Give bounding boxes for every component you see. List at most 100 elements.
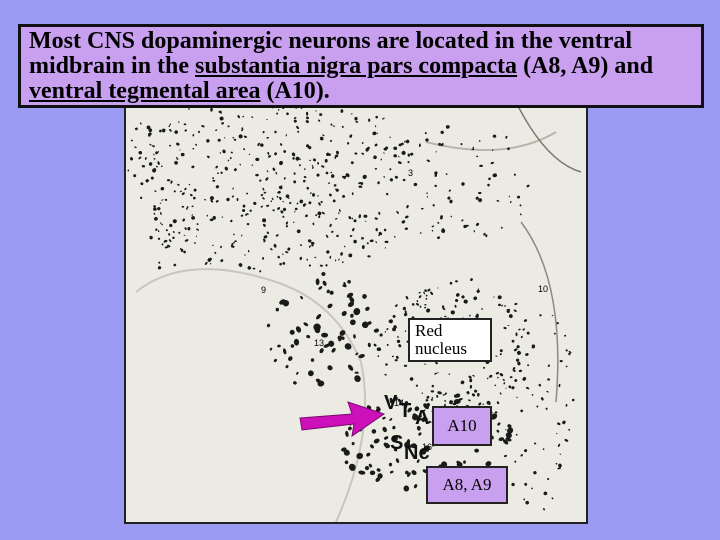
neuron-dot <box>505 437 512 442</box>
neuron-dot <box>344 460 349 465</box>
snc-letter-s: S <box>390 432 404 454</box>
neuron-dot <box>389 168 392 171</box>
neuron-dot <box>349 296 355 303</box>
neuron-dot <box>219 152 221 154</box>
neuron-dot <box>557 467 562 470</box>
neuron-dot <box>423 403 430 410</box>
neuron-dot <box>395 304 398 307</box>
neuron-dot <box>402 178 406 182</box>
neuron-dot <box>522 377 527 381</box>
neuron-dot <box>177 183 180 186</box>
neuron-dot <box>338 212 340 214</box>
neuron-dot <box>282 262 286 265</box>
neuron-dot <box>441 305 445 309</box>
neuron-dot <box>517 350 521 355</box>
neuron-dot <box>361 245 365 250</box>
neuron-dot <box>499 373 504 377</box>
neuron-dot <box>306 334 311 339</box>
neuron-dot <box>358 354 365 359</box>
neuron-dot <box>391 355 394 358</box>
neuron-dot <box>501 304 503 307</box>
neuron-dot <box>545 407 548 410</box>
neuron-dot <box>551 314 554 317</box>
neuron-dot <box>232 136 235 139</box>
neuron-dot <box>422 416 428 422</box>
neuron-dot <box>336 234 339 238</box>
neuron-dot <box>385 192 389 196</box>
neuron-dot <box>475 222 480 227</box>
neuron-dot <box>418 432 422 436</box>
neuron-dot <box>212 179 216 182</box>
neuron-dot <box>463 224 468 229</box>
neuron-dot <box>153 205 156 208</box>
neuron-dot <box>449 400 453 405</box>
neuron-dot <box>516 195 521 199</box>
neuron-dot <box>204 198 207 201</box>
neuron-dot <box>517 361 521 366</box>
neuron-dot <box>282 207 287 212</box>
neuron-dot <box>255 157 260 162</box>
neuron-dot <box>409 377 414 381</box>
neuron-dot <box>262 197 265 200</box>
neuron-dot <box>215 165 219 169</box>
neuron-dot <box>319 264 323 267</box>
neuron-dot <box>290 344 295 348</box>
neuron-dot <box>353 219 357 223</box>
neuron-dot <box>431 225 435 228</box>
neuron-dot <box>519 213 522 216</box>
neuron-dot <box>316 313 322 320</box>
neuron-dot <box>398 155 400 158</box>
neuron-dot <box>463 460 466 464</box>
neuron-dot <box>263 235 268 239</box>
neuron-dot <box>221 216 224 218</box>
neuron-dot <box>157 151 160 153</box>
neuron-dot <box>323 343 330 348</box>
neuron-dot <box>167 244 171 248</box>
neuron-dot <box>380 158 383 161</box>
neuron-dot <box>138 150 143 155</box>
neuron-dot <box>340 336 345 340</box>
neuron-dot <box>260 143 264 147</box>
neuron-dot <box>419 305 422 308</box>
neuron-dot <box>377 355 380 358</box>
neuron-dot <box>455 280 458 283</box>
neuron-dot <box>308 201 312 205</box>
neuron-dot <box>403 485 410 492</box>
neuron-dot <box>347 364 354 371</box>
neuron-dot <box>271 197 274 201</box>
neuron-dot <box>326 250 330 254</box>
neuron-dot <box>183 250 186 254</box>
neuron-dot <box>383 152 385 154</box>
neuron-dot <box>419 232 422 234</box>
neuron-dot <box>348 463 356 471</box>
neuron-dot <box>210 199 214 203</box>
neuron-dot <box>354 375 361 382</box>
neuron-dot <box>172 230 175 234</box>
neuron-dot <box>423 292 426 295</box>
neuron-dot <box>440 130 444 135</box>
neuron-dot <box>410 152 414 156</box>
neuron-dot <box>343 245 346 248</box>
neuron-dot <box>469 384 473 389</box>
neuron-dot <box>364 465 370 471</box>
neuron-dot <box>326 289 330 294</box>
neuron-dot <box>434 184 437 188</box>
neuron-dot <box>514 460 517 463</box>
neuron-dot <box>385 363 388 366</box>
neuron-dot <box>282 300 290 307</box>
neuron-dot <box>524 449 528 453</box>
neuron-dot <box>430 398 433 401</box>
neuron-dot <box>397 335 399 339</box>
neuron-dot <box>386 328 389 331</box>
neuron-dot <box>506 309 510 313</box>
neuron-dot <box>367 321 372 325</box>
neuron-dot <box>280 210 284 214</box>
neuron-dot <box>508 314 513 319</box>
neuron-dot <box>379 333 383 337</box>
neuron-dot <box>184 239 189 242</box>
neuron-dot <box>231 195 235 198</box>
neuron-dot <box>334 218 338 220</box>
neuron-dot <box>134 146 137 149</box>
neuron-dot <box>373 328 380 333</box>
neuron-dot <box>362 174 367 179</box>
